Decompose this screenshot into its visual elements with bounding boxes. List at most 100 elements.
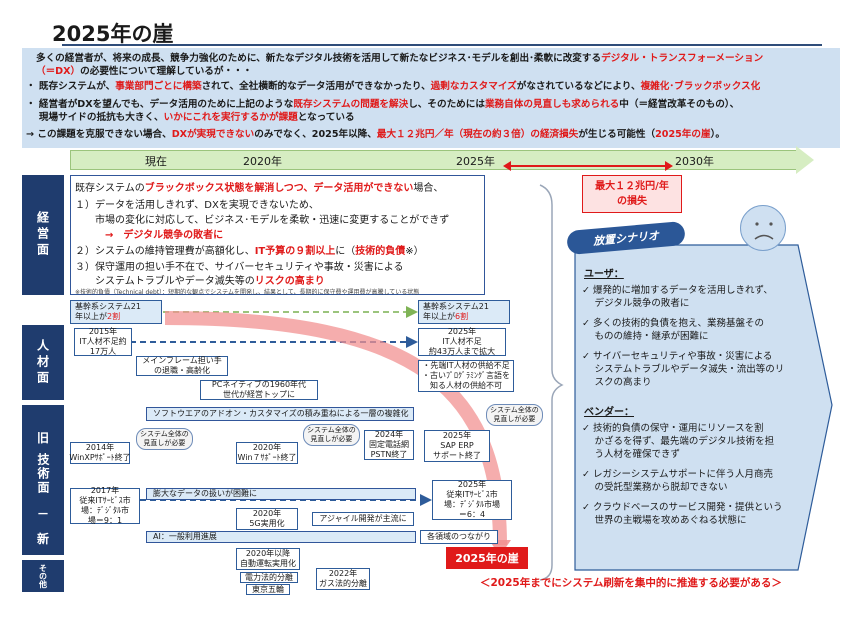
- other-gas-year: 2022年: [328, 569, 358, 578]
- page-title: 2025年の崖: [52, 22, 174, 46]
- other-gas: 2022年 ガス法的分離: [316, 568, 370, 590]
- tech-2025-l3: ＝6：4: [458, 510, 486, 519]
- core-system-future: 基幹系システム21 年以上が6割: [418, 300, 510, 324]
- mgmt-line-1: 既存システムのブラックボックス状態を解消しつつ、データ活用ができない場合、: [75, 183, 444, 194]
- tech-cloud-2: システム全体の見直しが必要: [303, 424, 360, 446]
- hr-pc-l2: 世代が経営トップに: [223, 390, 295, 399]
- tech-2024-l2: PSTN終了: [370, 450, 408, 459]
- cliff-label: 2025年の崖: [446, 547, 528, 569]
- sad-face-icon: [740, 205, 786, 251]
- tech-data-bar: 膨大なデータの扱いが困難に: [146, 488, 416, 500]
- sidebar-hr: 人材面: [22, 325, 64, 400]
- tech-cloud-3: システム全体の見直しが必要: [486, 404, 543, 426]
- hr-shortage: ・先端IT人材の供給不足 ・古いﾌﾟﾛｸﾞﾗﾐﾝｸﾞ言語を 知る人材の供給不可: [418, 360, 514, 392]
- other-2020: 2020年以降 自動運転実用化: [236, 548, 300, 570]
- tech-2017-year: 2017年: [90, 486, 120, 495]
- scenario-u1b: デジタル競争の敗者に: [582, 298, 690, 309]
- loss-amount: 最大１２兆円/年: [595, 181, 669, 192]
- tech-sap: 2025年 SAP ERP サポート終了: [424, 430, 490, 462]
- scenario-u2b: ものの維持・継承が困難に: [582, 331, 709, 342]
- tech-sap-l2: サポート終了: [433, 451, 481, 460]
- scenario-u3b: システムトラブルやデータ滅失・流出等のリ: [582, 364, 785, 375]
- hr-2025-l1: IT人材不足: [442, 337, 482, 346]
- tech-addon-bar: ソフトウエアのアドオン・カスタマイズの積み重ねによる一層の複雑化: [146, 407, 414, 421]
- summary-line-4: ・ 経営者がDXを望んでも、データ活用のために上記のような既存システムの問題を解…: [26, 99, 740, 110]
- loss-label: の損失: [617, 196, 647, 207]
- scenario-v3b: 世界の主戦場を攻めあぐねる状態に: [582, 515, 747, 526]
- other-2020-year: 2020年以降: [245, 549, 291, 558]
- scenario-user-heading: ユーザ：: [584, 269, 624, 280]
- scenario-v2a: ✓ レガシーシステムサポートに伴う人月商売: [582, 469, 774, 480]
- hr-shortage-l2: ・古いﾌﾟﾛｸﾞﾗﾐﾝｸﾞ言語を: [422, 371, 510, 380]
- mgmt-note: ※技術的負債（Technical debt）：短期的な観点でシステムを開発し、結…: [75, 289, 420, 296]
- summary-panel: 多くの経営者が、将来の成長、競争力強化のために、新たなデジタル技術を活用して新た…: [22, 48, 840, 148]
- mgmt-line-4: → デジタル競争の敗者に: [105, 230, 224, 241]
- scenario-v2b: の受託型業務から脱却できない: [582, 482, 728, 493]
- timeline-now: 現在: [145, 155, 167, 168]
- core-now-l2: 年以上が2割: [75, 312, 121, 321]
- hr-shortage-l1: ・先端IT人材の供給不足: [422, 361, 510, 370]
- scenario-u3a: ✓ サイバーセキュリティや事故・災害による: [582, 351, 773, 362]
- management-panel: 既存システムのブラックボックス状態を解消しつつ、データ活用ができない場合、 １）…: [70, 175, 485, 296]
- tech-2017: 2017年 従来ITｻｰﾋﾞｽ市 場：ﾃﾞｼﾞﾀﾙ市 場＝9：1: [70, 486, 140, 525]
- summary-line-5: 現場サイドの抵抗も大きく、いかにこれを実行するかが課題となっている: [26, 112, 355, 123]
- tech-2017-l2: 場：ﾃﾞｼﾞﾀﾙ市: [81, 506, 129, 515]
- hr-mainframe-l2: の退職・高齢化: [154, 366, 210, 375]
- other-gas-l1: ガス法的分離: [319, 579, 367, 588]
- core-now-l1: 基幹系システム21: [75, 302, 141, 311]
- hr-pc-l1: PCネイティブの1960年代: [211, 380, 307, 389]
- tech-2014-year: 2014年: [85, 443, 115, 452]
- mgmt-line-5: ２）システムの維持管理費が高額化し、IT予算の９割以上に（技術的負債※）: [75, 246, 424, 257]
- sidebar-tech-new: 新: [36, 532, 49, 546]
- scenario-v1c: う人材を確保できず: [582, 449, 681, 460]
- sidebar-tech: 旧 技術面 － 新: [22, 405, 64, 555]
- timeline-2030: 2030年: [675, 155, 714, 168]
- tech-2024-pstn: 2024年 固定電話網 PSTN終了: [364, 430, 414, 460]
- other-tokyo: 東京五輪: [246, 584, 290, 595]
- tech-2017-l3: 場＝9：1: [87, 516, 123, 525]
- sidebar-other: その他: [22, 560, 64, 592]
- tech-2024-l1: 固定電話網: [369, 440, 409, 449]
- mgmt-line-7: システムトラブルやデータ滅失等のリスクの高まり: [95, 276, 325, 287]
- hr-shortage-l3: 知る人材の供給不可: [430, 381, 502, 390]
- scenario-panel: ユーザ： ✓ 爆発的に増加するデータを活用しきれず、 デジタル競争の敗者に ✓ …: [576, 245, 801, 570]
- scenario-u1a: ✓ 爆発的に増加するデータを活用しきれず、: [582, 285, 773, 296]
- tech-cloud-1: システム全体の見直しが必要: [136, 428, 193, 450]
- mgmt-line-2: １）データを活用しきれず、DXを実現できないため、: [75, 200, 319, 211]
- summary-line-6: → この課題を克服できない場合、DXが実現できないのみでなく、2025年以降、最…: [26, 129, 725, 140]
- summary-line-3: ・ 既存システムが、事業部門ごとに構築されて、全社横断的なデータ活用ができなかっ…: [26, 81, 761, 92]
- tech-2017-l1: 従来ITｻｰﾋﾞｽ市: [79, 496, 131, 505]
- tech-2025-l1: 従来ITｻｰﾋﾞｽ市: [446, 490, 498, 499]
- hr-mainframe: メインフレーム担い手 の退職・高齢化: [136, 356, 228, 376]
- footer-note: ＜2025年までにシステム刷新を集中的に推進する必要がある＞: [480, 577, 782, 589]
- tech-2025-l2: 場：ﾃﾞｼﾞﾀﾙ市場: [444, 500, 500, 509]
- tech-sap-year: 2025年: [442, 431, 472, 440]
- hr-2015-l2: 17万人: [89, 347, 117, 356]
- tech-2020-l1: Win７ｻﾎﾟｰﾄ終了: [237, 453, 297, 462]
- tech-5g-l1: 5G実用化: [249, 519, 285, 528]
- sidebar-tech-mid: 技術面: [36, 453, 50, 495]
- tech-sap-l1: SAP ERP: [440, 441, 474, 450]
- sidebar-management: 経営面: [22, 175, 64, 295]
- hr-2025: 2025年 IT人材不足 約43万人まで拡大: [418, 327, 506, 356]
- tech-ai-bar: AI：一般利用進展: [146, 531, 416, 543]
- tech-2024-year: 2024年: [374, 430, 404, 439]
- hr-2025-year: 2025年: [447, 327, 477, 336]
- timeline-2020: 2020年: [243, 155, 282, 168]
- timeline-arrowhead: [796, 146, 814, 174]
- scenario-vendor-heading: ベンダー：: [584, 407, 634, 418]
- tech-2014: 2014年 WinXPｻﾎﾟｰﾄ終了: [69, 442, 131, 464]
- hr-pc-native: PCネイティブの1960年代 世代が経営トップに: [200, 380, 318, 400]
- title-underline: [62, 44, 822, 46]
- tech-2020-year: 2020年: [252, 443, 282, 452]
- core-future-l1: 基幹系システム21: [423, 302, 489, 311]
- tech-2014-l1: WinXPｻﾎﾟｰﾄ終了: [69, 453, 131, 462]
- hr-2015-year: 2015年: [88, 327, 118, 336]
- summary-line-1: 多くの経営者が、将来の成長、競争力強化のために、新たなデジタル技術を活用して新た…: [36, 53, 764, 64]
- tech-agile: アジャイル開発が主流に: [312, 512, 414, 526]
- other-power: 電力法的分離: [240, 572, 298, 583]
- loss-box: 最大１２兆円/年 の損失: [582, 175, 682, 213]
- scenario-u2a: ✓ 多くの技術的負債を抱え、業務基盤その: [582, 318, 764, 329]
- scenario-v3a: ✓ クラウドベースのサービス開発・提供という: [582, 502, 783, 513]
- mgmt-line-6: ３）保守運用の担い手不在で、サイバーセキュリティや事故・災害による: [75, 262, 404, 273]
